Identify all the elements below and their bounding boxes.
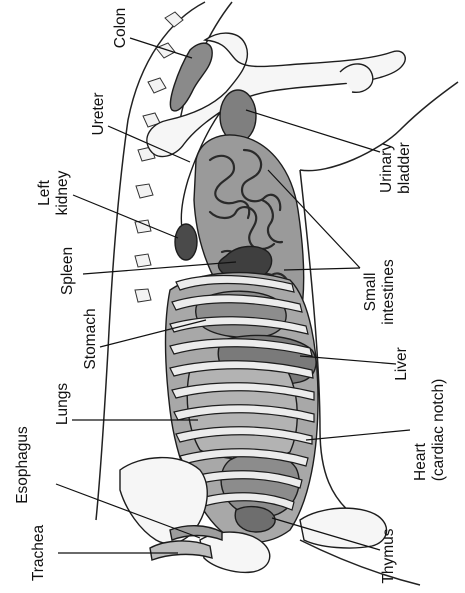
label-ureter: Ureter <box>90 92 107 135</box>
label-urinary-bladder-line2: bladder <box>396 142 413 194</box>
label-thymus: Thymus <box>380 528 397 583</box>
urinary-bladder-organ <box>220 90 256 142</box>
label-colon: Colon <box>112 8 129 49</box>
label-urinary-bladder-line1: Urinary <box>378 143 395 193</box>
label-esophagus: Esophagus <box>14 426 31 504</box>
trachea-organ <box>150 541 212 560</box>
label-small-intestines-line1: Small <box>362 273 379 312</box>
label-stomach: Stomach <box>82 308 99 369</box>
leader-urinary-bladder <box>246 110 380 152</box>
label-heart-line2: (cardiac notch) <box>430 379 447 482</box>
label-trachea: Trachea <box>30 524 47 581</box>
label-spleen: Spleen <box>59 247 76 295</box>
label-left-kidney-line1: Left <box>36 179 53 206</box>
label-heart-line1: Heart <box>412 442 429 481</box>
label-small-intestines-line2: intestines <box>380 259 397 325</box>
leader-heart <box>306 430 410 440</box>
label-lungs: Lungs <box>54 383 71 425</box>
leader-left-kidney <box>73 195 178 238</box>
label-liver: Liver <box>393 347 410 381</box>
esophagus-organ <box>170 526 222 540</box>
label-left-kidney-line2: kidney <box>54 170 71 215</box>
left-kidney-organ <box>175 224 197 260</box>
